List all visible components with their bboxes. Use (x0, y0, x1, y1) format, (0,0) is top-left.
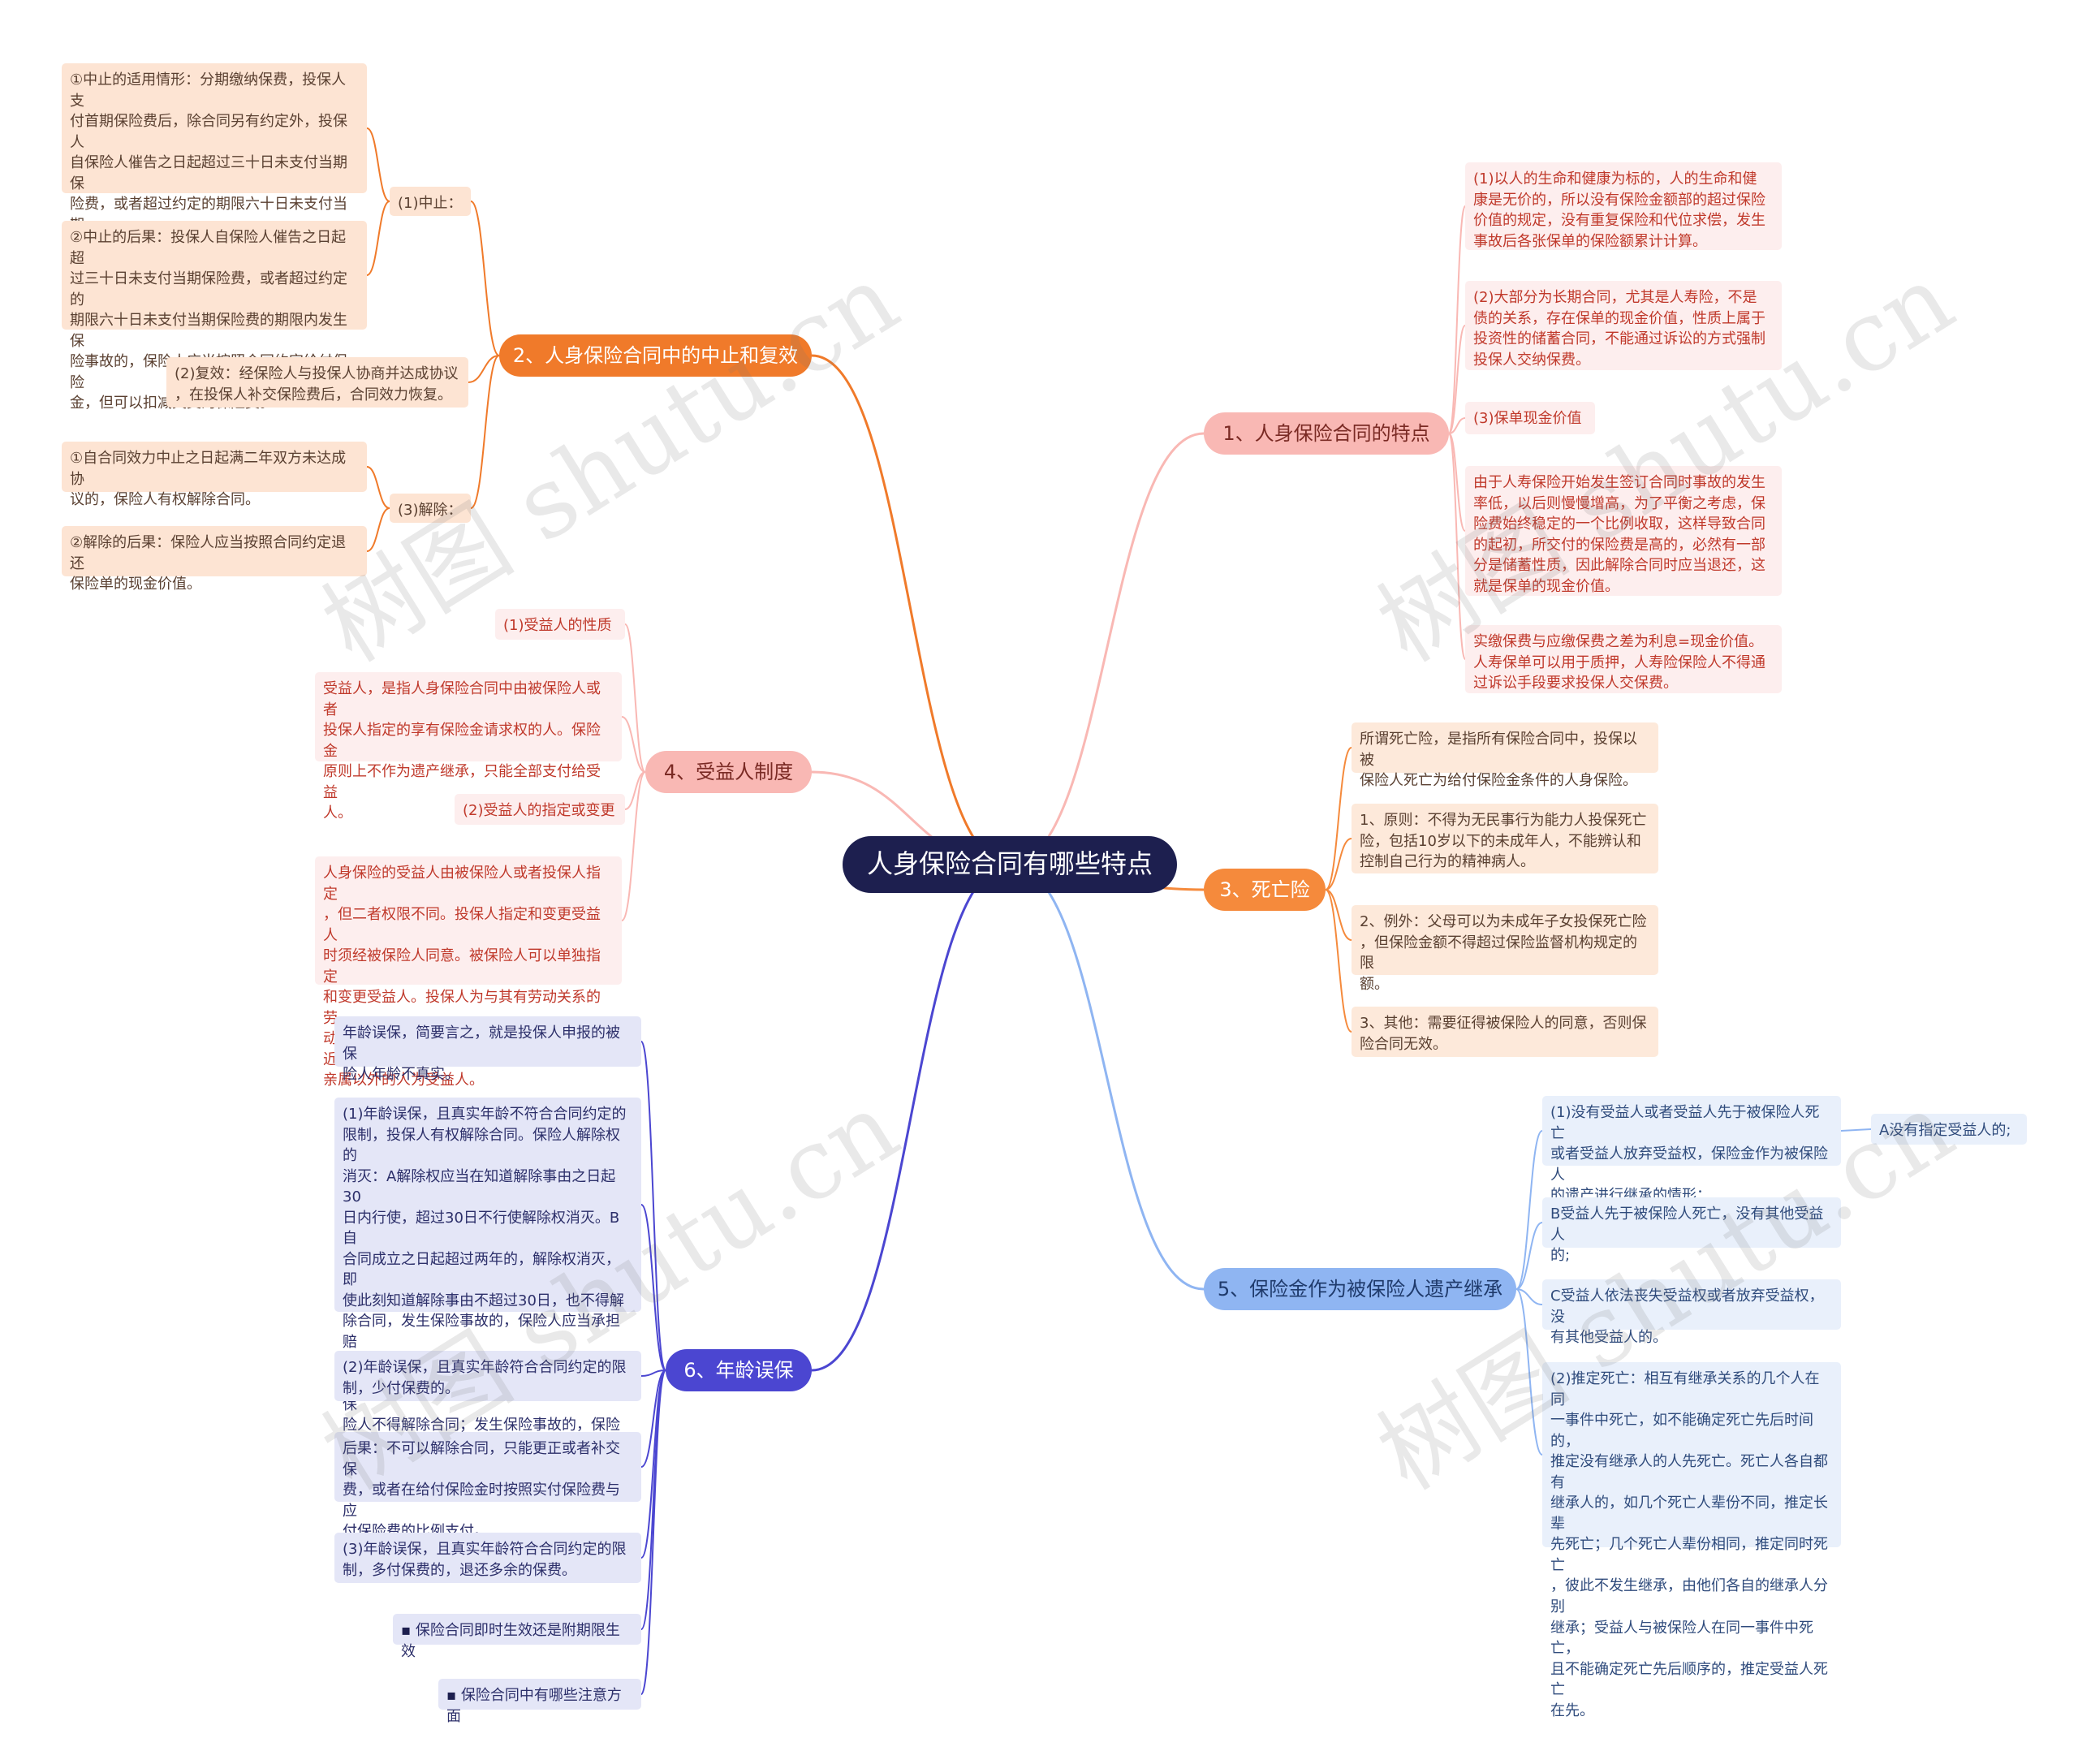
link-b4i3 (621, 771, 646, 921)
branch-beneficiary[interactable]: 4、受益人制度 (645, 751, 812, 793)
link-b4i1 (621, 716, 646, 773)
features-item-2[interactable]: (2)大部分为长期合同，尤其是人寿险，不是 债的关系，存在保单的现金价值，性质上… (1465, 281, 1782, 370)
beneficiary-item-1[interactable]: (1)受益人的性质 (495, 609, 625, 640)
age-item-2[interactable]: (1)年龄误保，且真实年龄不符合合同约定的 限制，投保人有权解除合同。保险人解除… (334, 1098, 641, 1475)
link-b5i3 (1515, 1288, 1543, 1305)
age-item-1[interactable]: 年龄误保，简要言之，就是投保人申报的被保 险人年龄不真实。 (334, 1016, 641, 1083)
suspension-item-2[interactable]: ②中止的后果：投保人自保险人催告之日起超 过三十日未支付当期保险费，或者超过约定… (62, 221, 367, 412)
link-b1i1 (1448, 325, 1466, 434)
link-root-b6 (811, 863, 1011, 1372)
beneficiary-item-3[interactable]: (2)受益人的指定或变更 (455, 794, 625, 825)
branch-features[interactable]: 1、人身保险合同的特点 (1204, 412, 1449, 455)
features-item-4[interactable]: 由于人寿保险开始发生签订合同时事故的发生 率低，以后则慢慢增高，为了平衡之考虑，… (1465, 466, 1782, 596)
link-b3i1 (1325, 838, 1352, 891)
link-b6i5 (640, 1369, 666, 1630)
link-b2m1 (470, 355, 500, 509)
link-b3i3 (1325, 889, 1352, 1033)
link-b5i2 (1515, 1222, 1543, 1290)
branch-insurance-as-estate[interactable]: 5、保险金作为被保险人遗产继承 (1204, 1268, 1516, 1310)
death-item-2[interactable]: 1、原则：不得为无民事行为能力人投保死亡 险，包括10岁以下的未成年人，不能辨认… (1352, 804, 1658, 873)
branch-suspension-revival[interactable]: 2、人身保险合同中的中止和复效 (499, 334, 812, 377)
age-item-4[interactable]: 后果：不可以解除合同，只能更正或者补交保 费，或者在给付保险金时按照实付保险费与… (334, 1432, 641, 1540)
branch-death-insurance[interactable]: 3、死亡险 (1204, 869, 1326, 911)
link-b3i2 (1325, 889, 1352, 941)
estate-item-1b[interactable]: B受益人先于被保险人死亡，没有其他受益人 的; (1542, 1197, 1841, 1264)
link-b6i3 (640, 1369, 666, 1468)
death-item-1[interactable]: 所谓死亡险，是指所有保险合同中，投保以被 保险人死亡为给付保险金条件的人身保险。 (1352, 722, 1658, 789)
features-item-5[interactable]: 实缴保费与应缴保费之差为利息=现金价值。 人寿保单可以用于质押，人寿险保险人不得… (1465, 625, 1782, 693)
link-b3i0 (1325, 747, 1352, 891)
revival-item[interactable]: (2)复效：经保险人与投保人协商并达成协议 ，在投保人补交保险费后，合同效力恢复… (166, 357, 468, 408)
estate-item-2[interactable]: (2)推定死亡：相互有继承关系的几个人在同 一事件中死亡，如不能确定死亡先后时间… (1542, 1362, 1841, 1719)
estate-item-1[interactable]: (1)没有受益人或者受益人先于被保险人死亡 或者受益人放弃受益权，保险金作为被保… (1542, 1096, 1841, 1204)
link-b6i0 (640, 1041, 666, 1371)
age-item-5[interactable]: (3)年龄误保，且真实年龄符合合同约定的限 制，多付保费的，退还多余的保费。 (334, 1533, 641, 1583)
link-b2m0 (470, 201, 500, 356)
link-b5i1 (1840, 1128, 1872, 1132)
link-b1i4 (1448, 433, 1466, 660)
root-topic[interactable]: 人身保险合同有哪些特点 (843, 836, 1177, 893)
link-b6i2 (640, 1369, 666, 1377)
link-b5i4 (1515, 1288, 1543, 1456)
age-link-notes[interactable]: 保险合同中有哪些注意方面 (438, 1679, 641, 1725)
age-item-3[interactable]: (2)年龄误保，且真实年龄符合合同约定的限 制，少付保费的。 (334, 1351, 641, 1401)
link-root-b1 (1009, 432, 1205, 866)
link-root-b5 (1009, 863, 1205, 1291)
estate-item-1a[interactable]: A没有指定受益人的; (1871, 1114, 2027, 1145)
link-b2i3 (366, 466, 390, 509)
link-b6i1 (640, 1204, 666, 1371)
termination-item-1[interactable]: ①自合同效力中止之日起满二年双方未达成协 议的，保险人有权解除合同。 (62, 442, 367, 508)
estate-item-1c[interactable]: C受益人依法丧失受益权或者放弃受益权，没 有其他受益人的。 (1542, 1279, 1841, 1346)
link-b6i6 (640, 1369, 666, 1695)
features-item-3[interactable]: (3)保单现金价值 (1465, 402, 1595, 434)
features-item-1[interactable]: (1)以人的生命和健康为标的，人的生命和健 康是无价的，所以没有保险金额部的超过… (1465, 162, 1782, 250)
age-link-effective[interactable]: 保险合同即时生效还是附期限生效 (393, 1614, 641, 1660)
link-b2i0 (366, 127, 390, 202)
link-b4i2 (624, 771, 646, 810)
suspension-label[interactable]: (1)中止： (390, 187, 471, 216)
termination-item-2[interactable]: ②解除的后果：保险人应当按照合同约定退还 保险单的现金价值。 (62, 526, 367, 593)
link-root-b2 (811, 354, 1011, 866)
link-b5i0 (1515, 1130, 1543, 1290)
link-b1i3 (1448, 433, 1466, 532)
link-b2i4 (366, 507, 390, 552)
link-b4i0 (624, 623, 646, 773)
link-b1i2 (1448, 417, 1466, 434)
branch-age-misstatement[interactable]: 6、年龄误保 (666, 1349, 812, 1391)
beneficiary-item-4[interactable]: 人身保险的受益人由被保险人或者投保人指定 ，但二者权限不同。投保人指定和变更受益… (315, 856, 622, 1089)
death-item-4[interactable]: 3、其他：需要征得被保险人的同意，否则保 险合同无效。 (1352, 1007, 1658, 1057)
termination-label[interactable]: (3)解除： (390, 494, 471, 523)
beneficiary-item-2[interactable]: 受益人，是指人身保险合同中由被保险人或者 投保人指定的享有保险金请求权的人。保险… (315, 672, 622, 822)
suspension-item-1[interactable]: ①中止的适用情形：分期缴纳保费，投保人支 付首期保险费后，除合同另有约定外，投保… (62, 63, 367, 295)
death-item-3[interactable]: 2、例外：父母可以为未成年子女投保死亡险 ，但保险金额不得超过保险监督机构规定的… (1352, 905, 1658, 993)
link-b2i2 (468, 355, 500, 383)
link-b1i0 (1448, 205, 1466, 434)
link-b2i1 (366, 201, 390, 276)
